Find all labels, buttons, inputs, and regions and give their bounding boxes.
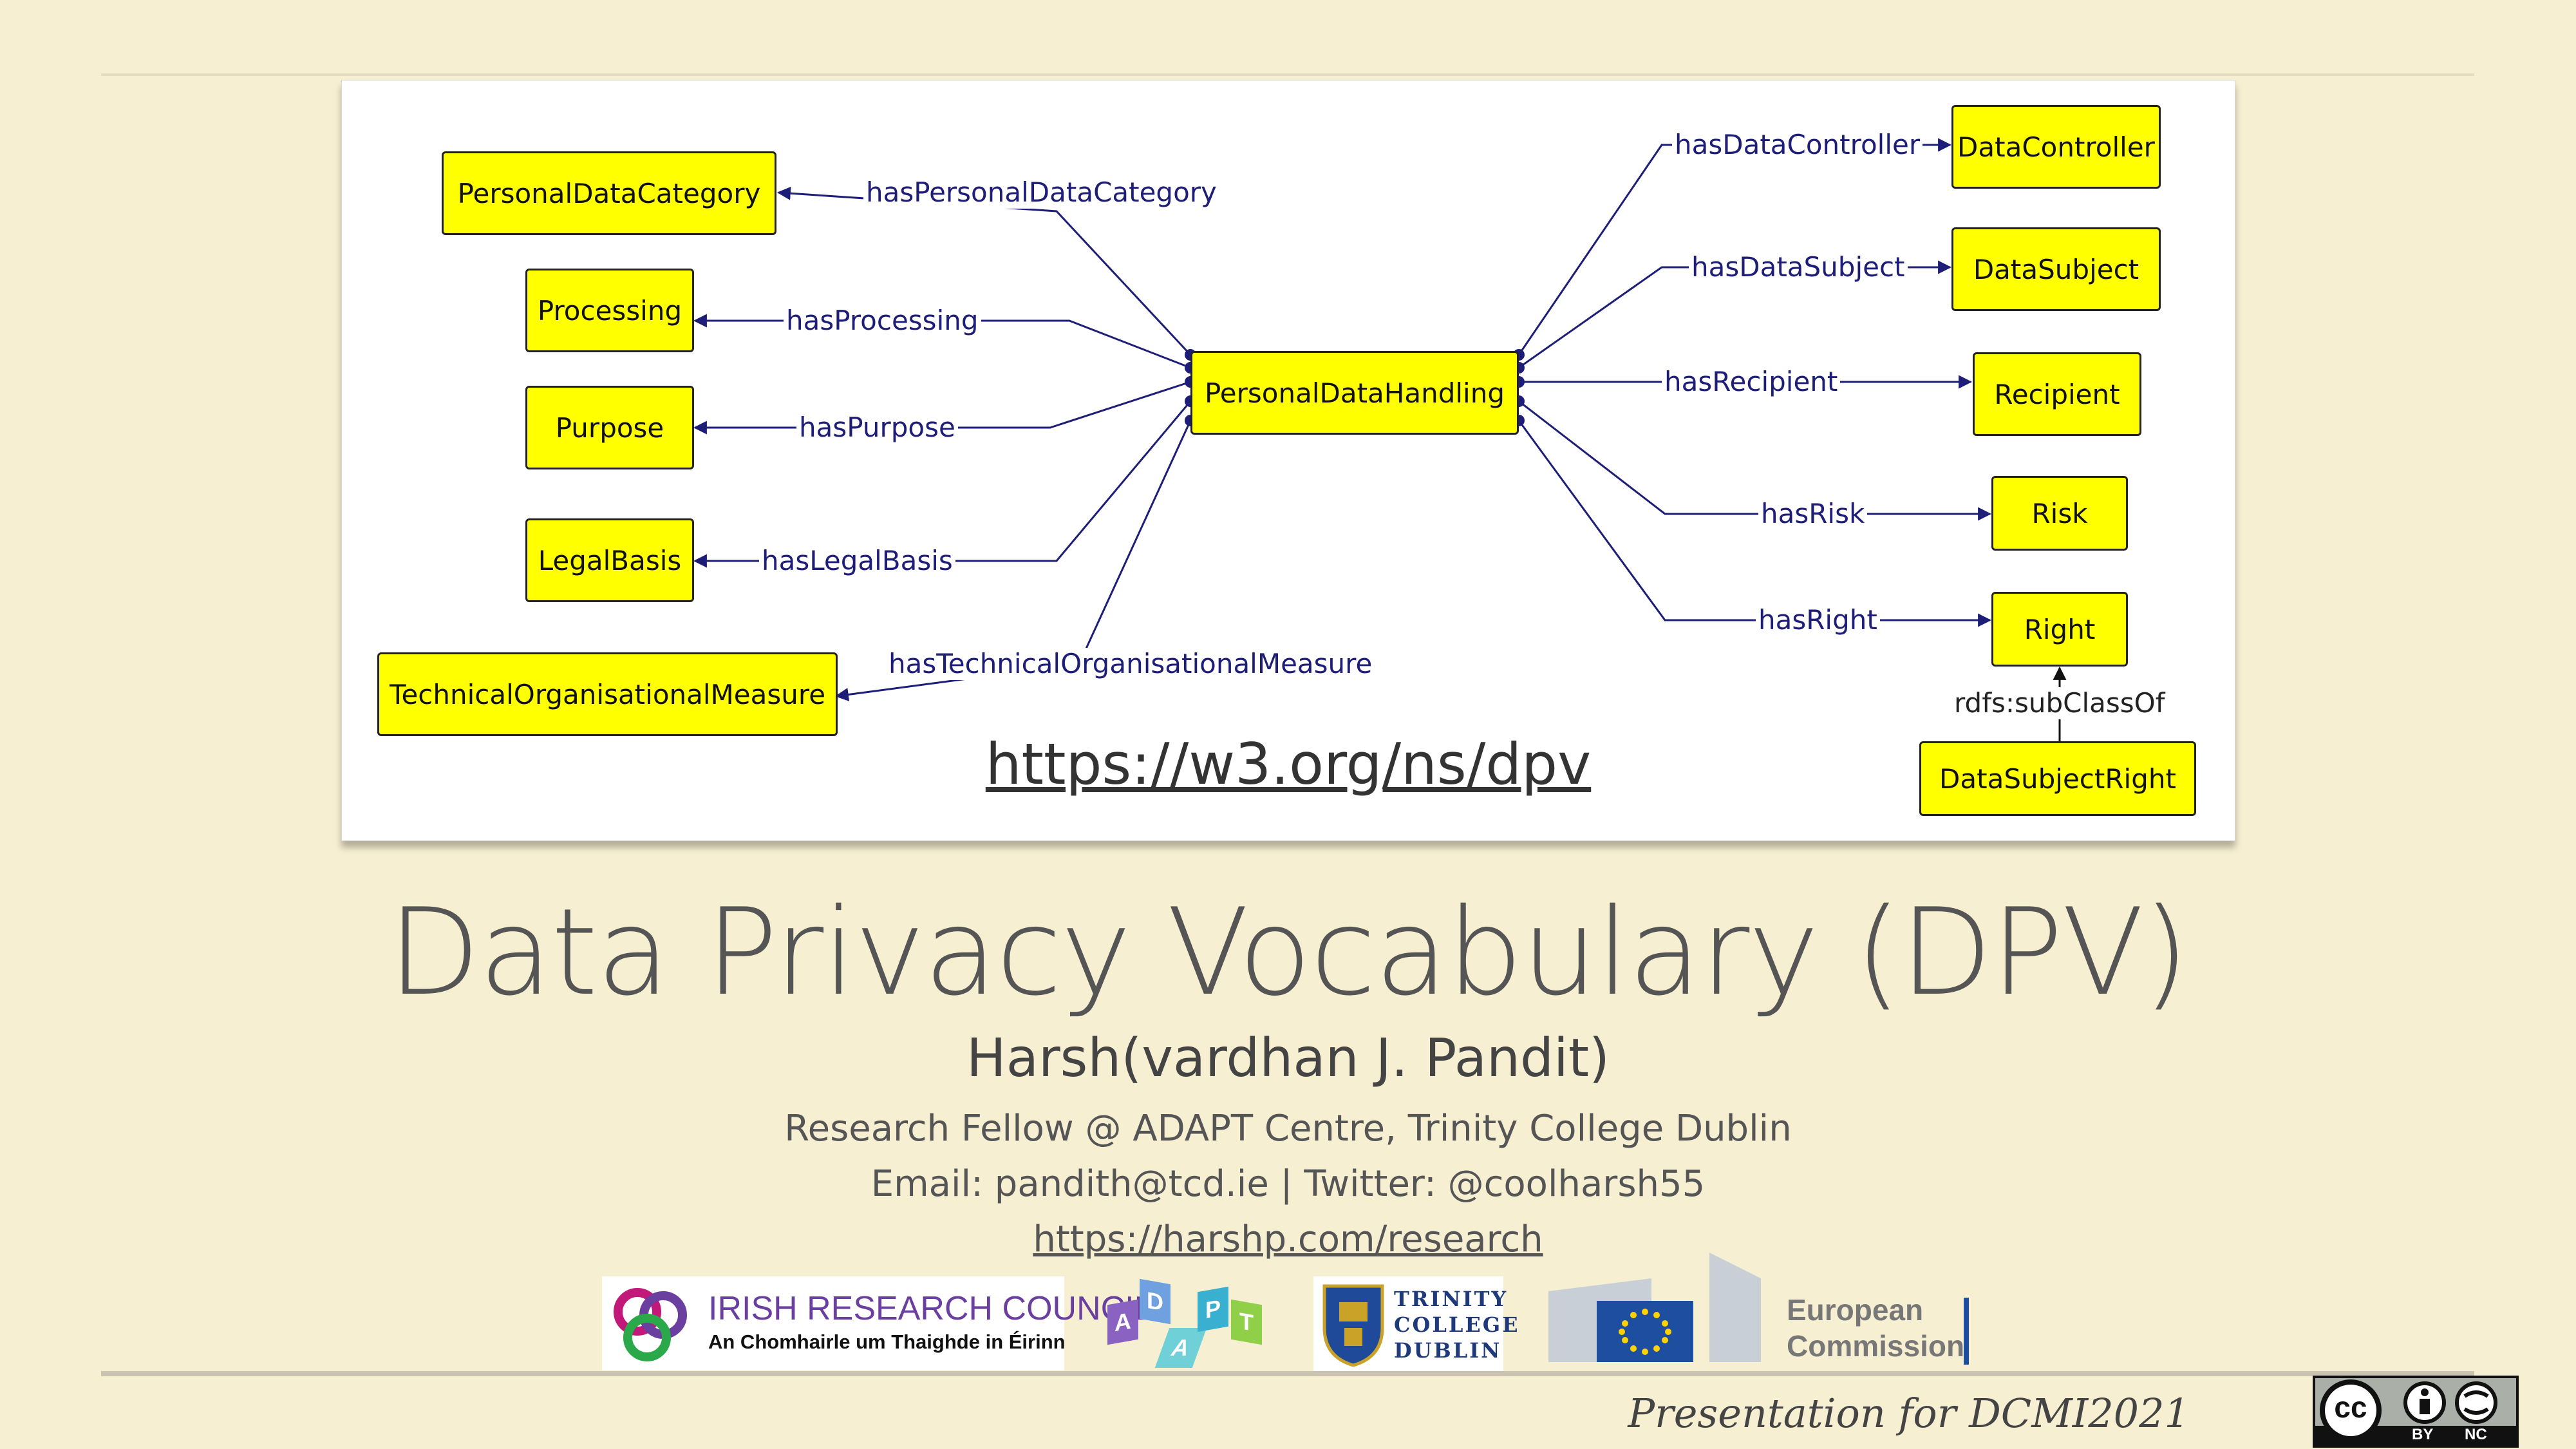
edge-label-right-2: hasRecipient (1662, 366, 1841, 398)
top-rule (101, 73, 2474, 76)
irc-line2: An Chomhairle um Thaighde in Éirinn (708, 1331, 1066, 1353)
contact-info: Email: pandith@tcd.ie | Twitter: @coolha… (870, 1163, 1706, 1205)
ec-line2: Commission (1787, 1329, 1965, 1363)
node-left-2: Purpose (525, 386, 694, 469)
trinity-college-dublin-logo: TRINITY COLLEGE DUBLIN (1313, 1276, 1518, 1373)
tcd-line2: COLLEGE (1394, 1312, 1520, 1337)
cc-by-nc-license-badge[interactable]: cc BY NC (2313, 1376, 2519, 1448)
edge-label-right-3: hasRisk (1758, 498, 1868, 530)
tcd-line1: TRINITY (1394, 1287, 1509, 1311)
node-center: PersonalDataHandling (1190, 351, 1519, 435)
edge-label-right-1: hasDataSubject (1689, 251, 1908, 283)
node-right-0: DataController (1951, 105, 2161, 189)
edge-label-left-4: hasTechnicalOrganisationalMeasure (886, 648, 1375, 680)
node-sub: DataSubjectRight (1919, 741, 2196, 816)
edge-hasRight (1518, 420, 1992, 627)
edge-label-right-0: hasDataController (1672, 129, 1923, 161)
irc-line1: IRISH RESEARCH COUNCIL (708, 1290, 1153, 1327)
ec-building-icon (1548, 1253, 1761, 1362)
node-right-4: Right (1991, 592, 2128, 667)
cc-nc-label: NC (2465, 1426, 2487, 1443)
edge-label-left-1: hasProcessing (784, 305, 981, 337)
node-left-1: Processing (525, 269, 694, 352)
page-title: Data Privacy Vocabulary (DPV) (388, 882, 2190, 1022)
node-right-1: DataSubject (1951, 227, 2161, 311)
dpv-link[interactable]: https://w3.org/ns/dpv (985, 731, 1592, 797)
cc-license-icon (2315, 1379, 2516, 1445)
adapt-letter-d: D (1140, 1278, 1170, 1325)
tcd-line3: DUBLIN (1394, 1338, 1502, 1363)
bottom-rule (101, 1371, 2474, 1376)
node-right-2: Recipient (1973, 352, 2141, 436)
edge-label-left-2: hasPurpose (796, 412, 958, 444)
adapt-letter-a2: A (1154, 1328, 1207, 1368)
node-left-4: TechnicalOrganisationalMeasure (377, 652, 838, 736)
ec-divider (1964, 1298, 1969, 1365)
adapt-letter-t: T (1231, 1299, 1262, 1345)
node-left-3: LegalBasis (525, 518, 694, 602)
tcd-crest-icon (1322, 1284, 1384, 1367)
edge-label-left-3: hasLegalBasis (759, 545, 955, 577)
edge-hasRisk (1518, 400, 1992, 521)
adapt-letter-p: P (1198, 1286, 1228, 1332)
dpv-diagram: PersonalDataHandling PersonalDataCategor… (341, 80, 2235, 841)
cc-by-label: BY (2412, 1426, 2434, 1443)
node-right-3: Risk (1991, 476, 2128, 551)
adapt-letter-a1: A (1107, 1299, 1138, 1345)
node-left-0: PersonalDataCategory (442, 151, 776, 235)
affiliation: Research Fellow @ ADAPT Centre, Trinity … (784, 1108, 1792, 1150)
irc-knot-icon (614, 1288, 687, 1361)
ec-line1: European (1787, 1293, 1924, 1327)
presentation-note: Presentation for DCMI2021 (1628, 1390, 2190, 1437)
irish-research-council-logo: IRISH RESEARCH COUNCIL An Chomhairle um … (602, 1276, 1153, 1370)
edge-label-subclassof: rdfs:subClassOf (1951, 687, 2168, 719)
edge-label-right-4: hasRight (1756, 604, 1880, 636)
website-link[interactable]: https://harshp.com/research (1033, 1218, 1543, 1260)
edge-label-left-0: hasPersonalDataCategory (863, 176, 1219, 209)
cc-symbol: cc (2334, 1390, 2367, 1424)
european-commission-logo: European Commission (1548, 1253, 1980, 1368)
adapt-logo: A D A P T (1107, 1276, 1268, 1370)
author-name: Harsh(vardhan J. Pandit) (966, 1028, 1610, 1089)
